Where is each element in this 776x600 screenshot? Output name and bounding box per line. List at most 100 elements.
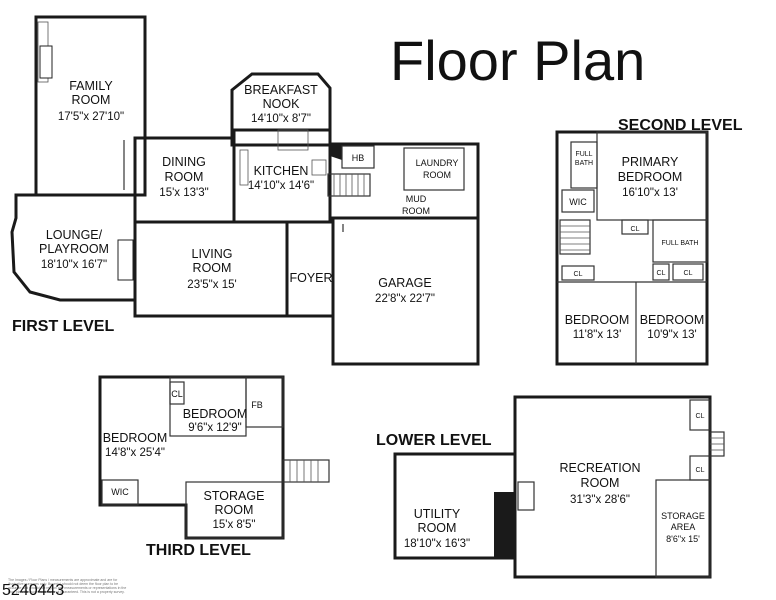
utility-room-label: UTILITY	[414, 507, 461, 521]
living-room-label: LIVING	[192, 247, 233, 261]
kitchen-counter	[239, 149, 249, 186]
second-level-plan	[555, 130, 709, 366]
first-level-plan	[10, 15, 480, 366]
primary-bedroom-dimensions: 16'10"x 13'	[622, 187, 678, 199]
garage-label: GARAGE	[378, 276, 432, 290]
full-bath-label: BATH	[575, 160, 593, 167]
breakfast-nook-label: BREAKFAST	[244, 83, 318, 97]
wic-label: WIC	[569, 197, 587, 207]
storage-room-walls	[185, 481, 284, 539]
wic-walls	[561, 189, 595, 213]
utility-fixture	[517, 481, 535, 511]
full-bath-walls	[245, 376, 284, 428]
fireplace-icon	[117, 239, 134, 281]
breakfast-nook-dimensions: 14'10"x 8'7"	[251, 113, 311, 125]
lower-level-plan	[393, 395, 725, 579]
breakfast-nook-label: NOOK	[263, 97, 300, 111]
recreation-room-dimensions: 31'3"x 28'6"	[570, 494, 630, 506]
full-bath-label: FULL BATH	[662, 240, 699, 247]
family-room-label: ROOM	[72, 93, 111, 107]
storage-area-dimensions: 8'6"x 15'	[666, 534, 700, 544]
storage-room-dimensions: 15'x 8'5"	[212, 519, 255, 531]
family-room-label: FAMILY	[69, 79, 113, 93]
bedroom-label: BEDROOM	[565, 313, 630, 327]
disclaimer-text: The Images / Floor Plans / measurements …	[8, 578, 127, 594]
closet-label: CL	[631, 226, 640, 233]
stairs-icon	[282, 459, 330, 483]
bedroom-dimensions: 11'8"x 13'	[573, 329, 622, 341]
closet-label: CL	[657, 270, 666, 277]
stairs-icon	[327, 173, 371, 197]
recreation-room-label: ROOM	[581, 476, 620, 490]
full-bath-label: FULL	[575, 151, 592, 158]
recreation-room-label: RECREATION	[559, 461, 640, 475]
closet-walls	[689, 455, 711, 481]
storage-room-label: STORAGE	[204, 489, 265, 503]
wic-label: WIC	[111, 487, 129, 497]
full-bath-walls	[652, 219, 708, 263]
bedroom-dimensions: 10'9"x 13'	[647, 329, 696, 341]
dining-room-label: ROOM	[165, 170, 204, 184]
lower-level-label: LOWER LEVEL	[376, 432, 492, 449]
closet-walls	[672, 263, 704, 281]
wic-walls	[101, 479, 139, 506]
half-bath-walls	[341, 145, 375, 169]
stove-icon	[311, 159, 327, 176]
family-room-dimensions: 17'5"x 27'10"	[58, 111, 124, 123]
breakfast-nook-walls	[230, 72, 332, 147]
third-level-label: THIRD LEVEL	[146, 542, 251, 559]
mud-room-label: ROOM	[402, 206, 430, 216]
bedroom-label: BEDROOM	[103, 431, 168, 445]
closet-walls	[169, 381, 185, 405]
third-level-plan	[98, 375, 330, 540]
storage-room-label: ROOM	[215, 503, 254, 517]
foyer-walls	[285, 220, 335, 318]
garage-dimensions: 22'8"x 22'7"	[375, 293, 435, 305]
chimney-block	[330, 144, 342, 160]
bedroom-label: BEDROOM	[183, 407, 248, 421]
fireplace-icon	[39, 45, 53, 79]
primary-bedroom-label: BEDROOM	[618, 170, 683, 184]
closet-walls	[689, 399, 711, 431]
bedroom-label: BEDROOM	[640, 313, 705, 327]
chimney-block	[494, 492, 515, 558]
mud-room-label: MUD	[406, 194, 427, 204]
kitchen-dimensions: 14'10"x 14'6"	[248, 180, 314, 192]
laundry-room-label: ROOM	[423, 170, 451, 180]
laundry-room-walls	[403, 147, 465, 191]
lounge-playroom-label: LOUNGE/	[46, 228, 103, 242]
living-room-label: ROOM	[193, 261, 232, 275]
living-room-dimensions: 23'5"x 15'	[187, 279, 236, 291]
page-title: Floor Plan	[390, 29, 645, 92]
bedroom-dimensions: 14'8"x 25'4"	[105, 447, 165, 459]
laundry-room-label: LAUNDRY	[416, 158, 459, 168]
lounge-playroom-label: PLAYROOM	[39, 242, 109, 256]
listing-id: 5240443	[2, 582, 65, 599]
closet-label: CL	[696, 413, 705, 420]
closet-label: CL	[684, 270, 693, 277]
garage-walls	[331, 216, 480, 366]
foyer-label: FOYER	[289, 271, 332, 285]
closet-label: CL	[696, 467, 705, 474]
closet-walls	[652, 263, 670, 281]
closet-walls	[621, 219, 649, 235]
storage-area-label: STORAGE	[661, 511, 705, 521]
stairs-icon	[559, 219, 591, 255]
first-level-label: FIRST LEVEL	[12, 318, 114, 335]
bedroom-dimensions: 9'6"x 12'9"	[188, 422, 241, 434]
closet-label: CL	[171, 389, 183, 399]
closet-label: CL	[574, 271, 583, 278]
primary-bedroom-label: PRIMARY	[622, 155, 679, 169]
storage-area-walls	[655, 479, 711, 578]
lounge-playroom-dimensions: 18'10"x 16'7"	[41, 259, 107, 271]
utility-room-dimensions: 18'10"x 16'3"	[404, 538, 470, 550]
utility-room-label: ROOM	[418, 521, 457, 535]
half-bath-label: HB	[352, 153, 365, 163]
kitchen-label: KITCHEN	[254, 164, 309, 178]
storage-area-label: AREA	[671, 522, 696, 532]
kitchen-island	[277, 129, 309, 151]
dining-room-label: DINING	[162, 155, 206, 169]
full-bath-walls	[570, 141, 598, 189]
second-level-label: SECOND LEVEL	[618, 117, 743, 134]
